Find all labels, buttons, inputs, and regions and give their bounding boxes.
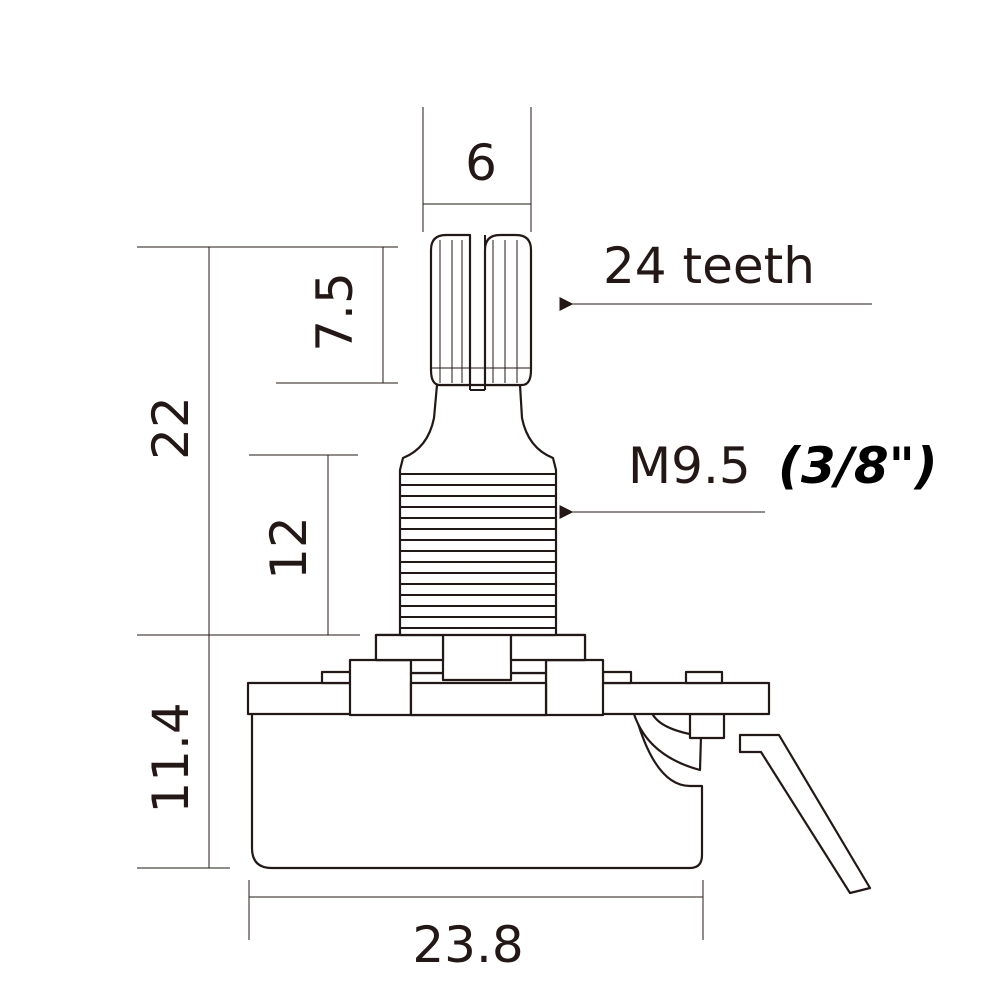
pointer-arrows xyxy=(559,297,872,519)
label-teeth: 24 teeth xyxy=(603,237,815,295)
dim-body-width: 23.8 xyxy=(412,916,523,974)
threaded-bushing xyxy=(398,383,558,637)
knurled-shaft xyxy=(429,233,533,391)
pot-can xyxy=(250,711,704,870)
dim-knurl-length: 7.5 xyxy=(306,272,364,352)
label-thread: M9.5 xyxy=(628,437,751,495)
lug-rivet xyxy=(688,712,726,740)
labels: 6 7.5 22 12 11.4 23.8 24 teeth M9.5 (3/8… xyxy=(142,134,938,974)
dim-shaft-total: 22 xyxy=(142,396,200,460)
label-thread-inch: (3/8") xyxy=(778,437,938,495)
potentiometer-body xyxy=(246,620,872,895)
dim-shaft-diameter: 6 xyxy=(465,134,497,192)
solder-lug xyxy=(738,733,872,895)
dim-thread-length: 12 xyxy=(260,516,318,580)
dimension-lines xyxy=(137,107,704,940)
dim-body-height: 11.4 xyxy=(142,702,200,813)
